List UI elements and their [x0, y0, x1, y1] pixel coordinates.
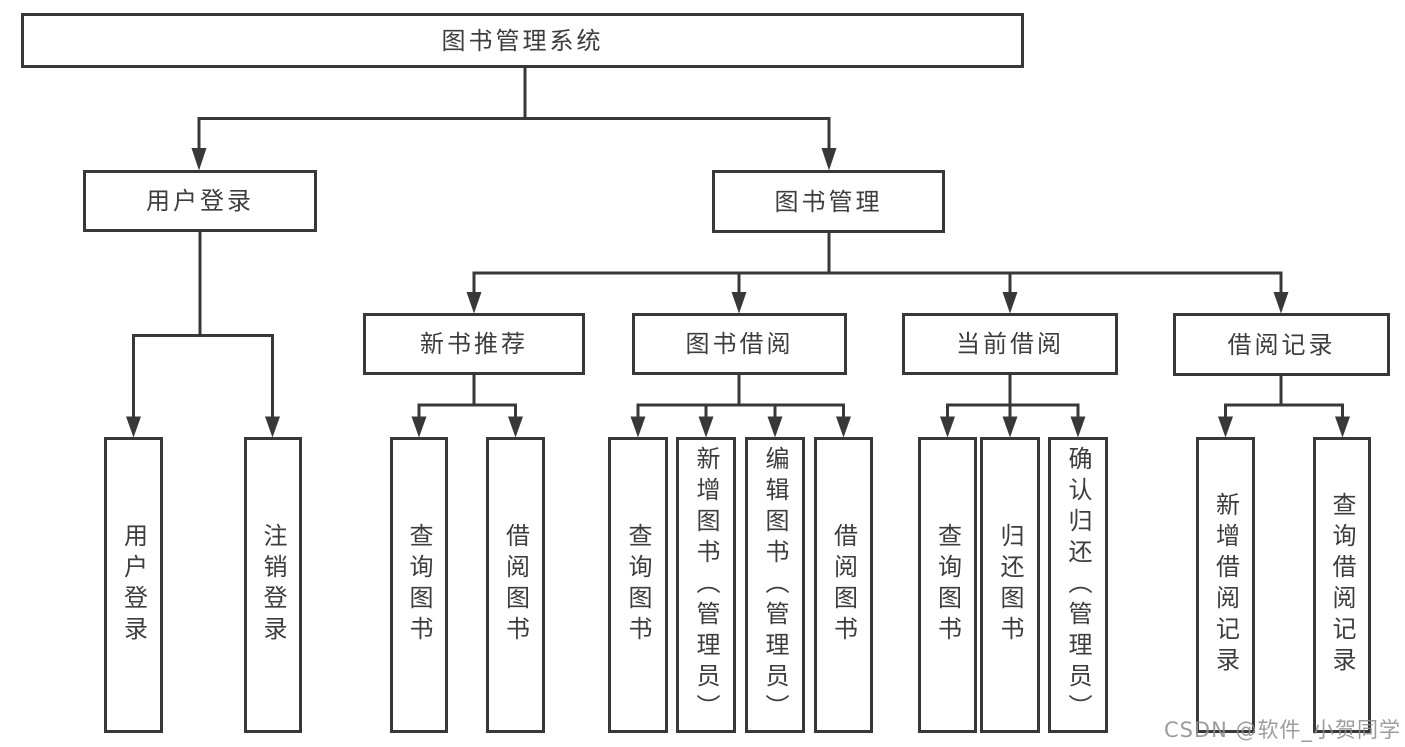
- node-label: 借阅图书: [501, 523, 530, 647]
- node-label: 查询图书: [933, 523, 962, 647]
- node-label: 归还图书: [996, 523, 1024, 647]
- node-book-management: 图书管理: [712, 170, 945, 233]
- node-label: 图书借阅: [685, 330, 794, 358]
- node-label: 新书推荐: [420, 330, 528, 358]
- node-label: 图书管理系统: [441, 26, 604, 55]
- node-label: 查询图书: [405, 523, 433, 647]
- node-leaf-return-books: 归还图书: [980, 437, 1040, 733]
- node-leaf-logout: 注销登录: [244, 437, 302, 733]
- node-label: 查询借阅记录: [1328, 492, 1356, 678]
- node-label: 编辑图书（管理员）: [761, 445, 789, 725]
- csdn-watermark: CSDN @软件_小贺同学: [1163, 718, 1401, 742]
- node-new-book-recommend: 新书推荐: [363, 313, 585, 375]
- node-label: 查询图书: [624, 523, 652, 647]
- node-leaf-borrow-books-recommend: 借阅图书: [486, 437, 545, 733]
- node-label: 图书管理: [774, 187, 883, 216]
- node-leaf-query-books-recommend: 查询图书: [390, 437, 448, 733]
- node-label: 借阅记录: [1227, 330, 1336, 359]
- node-root-library-system: 图书管理系统: [21, 13, 1024, 68]
- node-borrowing-records: 借阅记录: [1173, 313, 1390, 376]
- node-book-borrowing: 图书借阅: [632, 313, 847, 375]
- node-leaf-query-books-current: 查询图书: [918, 437, 977, 733]
- node-label: 新增图书（管理员）: [692, 445, 720, 725]
- node-label: 确认归还（管理员）: [1064, 445, 1092, 725]
- node-label: 借阅图书: [829, 523, 858, 647]
- node-label: 用户登录: [119, 523, 148, 647]
- node-leaf-query-borrow-record: 查询借阅记录: [1313, 437, 1371, 733]
- node-current-borrowing: 当前借阅: [902, 313, 1118, 375]
- node-leaf-borrow-books: 借阅图书: [814, 437, 873, 733]
- node-leaf-query-books-borrowing: 查询图书: [608, 437, 668, 733]
- node-label: 注销登录: [259, 523, 287, 647]
- node-leaf-user-login: 用户登录: [104, 437, 163, 733]
- node-leaf-edit-books-admin: 编辑图书（管理员）: [745, 437, 805, 733]
- node-leaf-add-books-admin: 新增图书（管理员）: [676, 437, 736, 733]
- node-label: 用户登录: [146, 187, 254, 215]
- node-user-login: 用户登录: [83, 170, 317, 232]
- node-leaf-confirm-return-admin: 确认归还（管理员）: [1048, 437, 1108, 733]
- node-label: 新增借阅记录: [1211, 492, 1240, 678]
- node-label: 当前借阅: [956, 330, 1064, 358]
- node-leaf-add-borrow-record: 新增借阅记录: [1196, 437, 1255, 733]
